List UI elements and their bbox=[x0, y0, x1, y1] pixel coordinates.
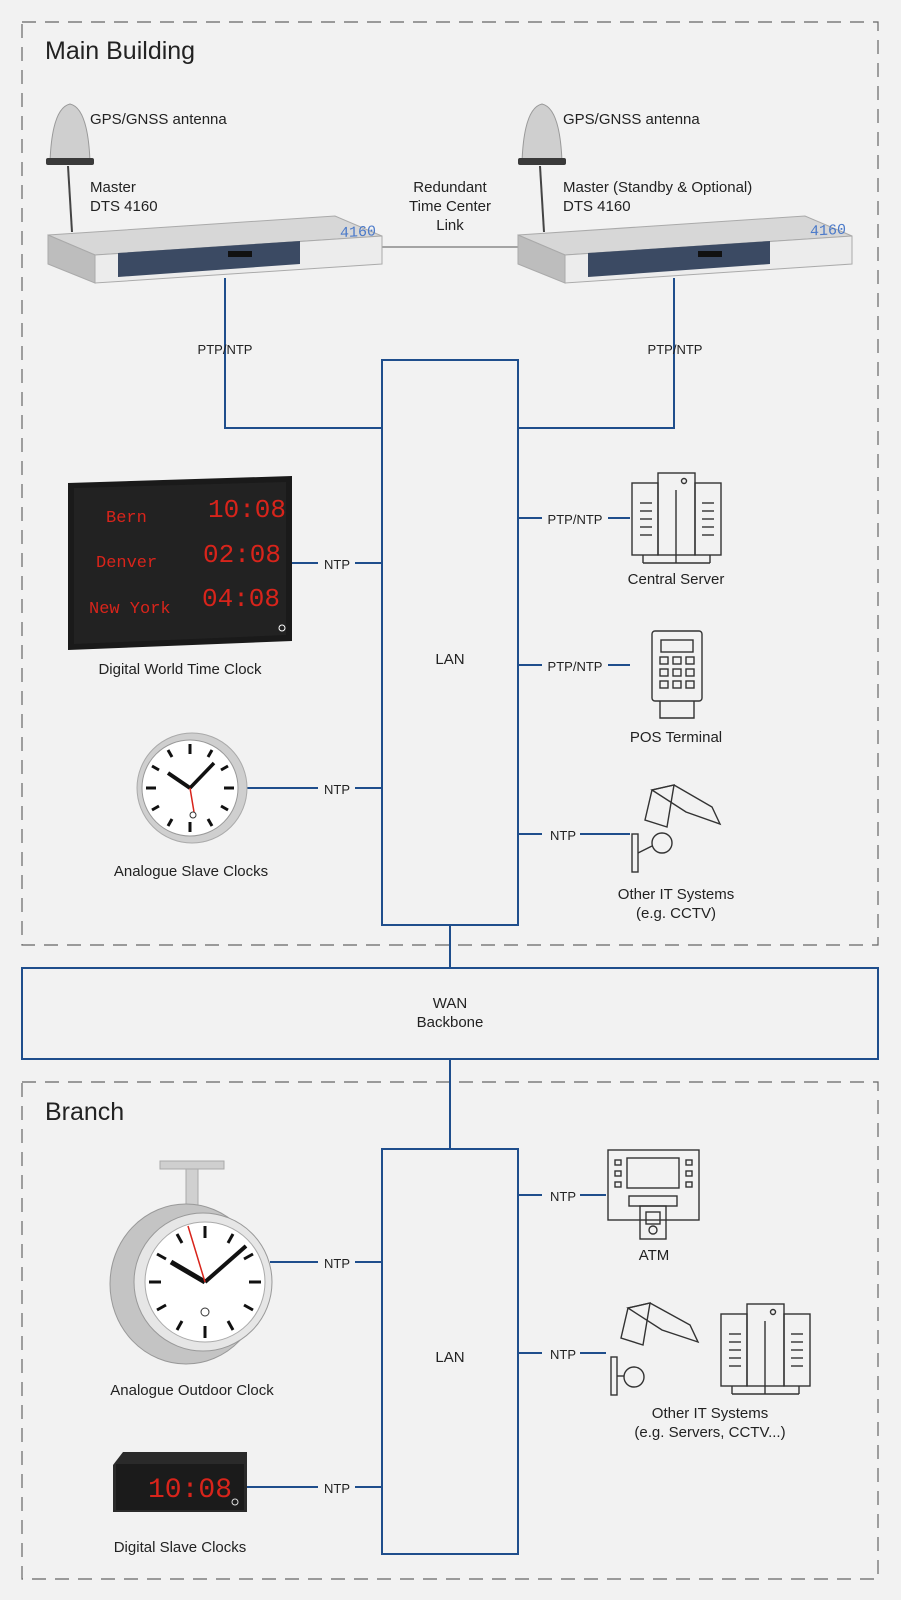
world-clock-city-1: Denver bbox=[96, 554, 157, 573]
world-clock-protocol: NTP bbox=[324, 557, 350, 572]
pos-terminal-label: POS Terminal bbox=[629, 729, 723, 746]
gps-antenna-right-icon bbox=[518, 103, 566, 233]
branch-lan-box bbox=[381, 1148, 519, 1555]
world-clock-label: Digital World Time Clock bbox=[98, 661, 262, 678]
digital-slave-clock-icon: 10:08 bbox=[113, 1452, 247, 1512]
branch-other-it-label: Other IT Systems (e.g. Servers, CCTV...) bbox=[634, 1405, 786, 1441]
branch-lan-label: LAN bbox=[435, 1349, 465, 1366]
branch-server-icon bbox=[720, 1303, 811, 1395]
master-right-display: 4160 bbox=[810, 222, 846, 241]
central-server-label: Central Server bbox=[627, 571, 725, 588]
redundant-link-label: Redundant Time Center Link bbox=[409, 179, 491, 234]
digital-slave-label: Digital Slave Clocks bbox=[113, 1539, 247, 1556]
outdoor-clock-label: Analogue Outdoor Clock bbox=[110, 1382, 274, 1399]
pos-terminal-icon bbox=[651, 630, 703, 719]
right-antenna-label: GPS/GNSS antenna bbox=[563, 111, 700, 128]
analogue-slave-label: Analogue Slave Clocks bbox=[113, 863, 269, 880]
network-lines bbox=[21, 278, 879, 1555]
left-antenna-label: GPS/GNSS antenna bbox=[90, 111, 227, 128]
main-building-frame bbox=[21, 21, 879, 946]
branch-title: Branch bbox=[45, 1098, 125, 1126]
branch-cctv-camera-icon bbox=[610, 1302, 700, 1396]
digital-slave-protocol: NTP bbox=[324, 1481, 350, 1496]
cctv-camera-icon bbox=[631, 784, 722, 873]
other-it-protocol: NTP bbox=[550, 828, 576, 843]
gps-antenna-left-icon bbox=[46, 103, 94, 233]
world-clock-time-2: 04:08 bbox=[202, 584, 280, 614]
world-clock-city-2: New York bbox=[89, 600, 171, 619]
atm-icon bbox=[607, 1149, 700, 1240]
atm-label: ATM bbox=[638, 1247, 670, 1264]
master-dts4160-left-icon: 4160 bbox=[47, 215, 383, 284]
master-left-label: Master DTS 4160 bbox=[90, 179, 158, 215]
world-clock-time-1: 02:08 bbox=[203, 540, 281, 570]
branch-other-it-protocol: NTP bbox=[550, 1347, 576, 1362]
main-lan-box bbox=[381, 359, 519, 926]
master-left-display: 4160 bbox=[340, 223, 376, 242]
digital-slave-clock-time: 10:08 bbox=[148, 1475, 232, 1506]
world-clock-time-0: 10:08 bbox=[208, 495, 286, 525]
master-dts4160-right-icon: 4160 bbox=[517, 215, 853, 284]
main-lan-label: LAN bbox=[435, 651, 465, 668]
central-server-protocol: PTP/NTP bbox=[547, 512, 603, 527]
analogue-outdoor-clock-icon bbox=[109, 1160, 273, 1365]
other-it-label: Other IT Systems (e.g. CCTV) bbox=[617, 886, 735, 922]
central-server-icon bbox=[631, 472, 722, 564]
wan-label: WAN Backbone bbox=[416, 995, 484, 1031]
atm-protocol: NTP bbox=[550, 1189, 576, 1204]
world-clock-city-0: Bern bbox=[106, 509, 147, 528]
analogue-slave-clock-icon bbox=[136, 732, 248, 844]
outdoor-clock-protocol: NTP bbox=[324, 1256, 350, 1271]
master-right-protocol: PTP/NTP bbox=[647, 342, 703, 357]
digital-world-clock-icon: Bern 10:08 Denver 02:08 New York 04:08 bbox=[68, 476, 292, 650]
master-left-protocol: PTP/NTP bbox=[197, 342, 253, 357]
master-right-label: Master (Standby & Optional) DTS 4160 bbox=[563, 179, 753, 215]
main-building-title: Main Building bbox=[45, 37, 196, 65]
analogue-slave-protocol: NTP bbox=[324, 782, 350, 797]
pos-terminal-protocol: PTP/NTP bbox=[547, 659, 603, 674]
